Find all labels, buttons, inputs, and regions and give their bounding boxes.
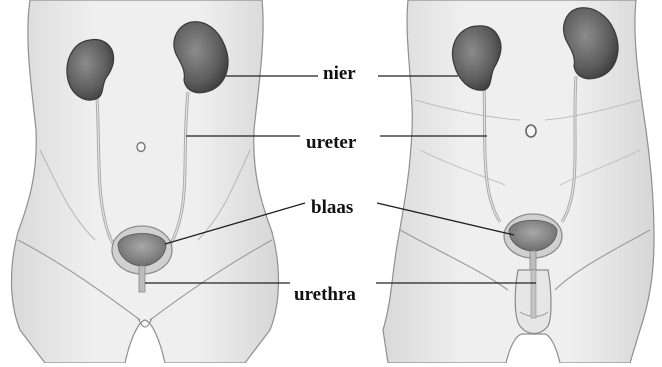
label-bladder: blaas xyxy=(311,198,353,217)
navel-male xyxy=(526,125,536,137)
male-torso xyxy=(383,0,654,363)
navel-female xyxy=(137,143,145,152)
urethra-female xyxy=(139,266,145,292)
label-ureter: ureter xyxy=(306,133,356,152)
label-kidney: nier xyxy=(323,64,356,83)
label-urethra: urethra xyxy=(294,285,356,304)
female-torso xyxy=(12,0,279,363)
